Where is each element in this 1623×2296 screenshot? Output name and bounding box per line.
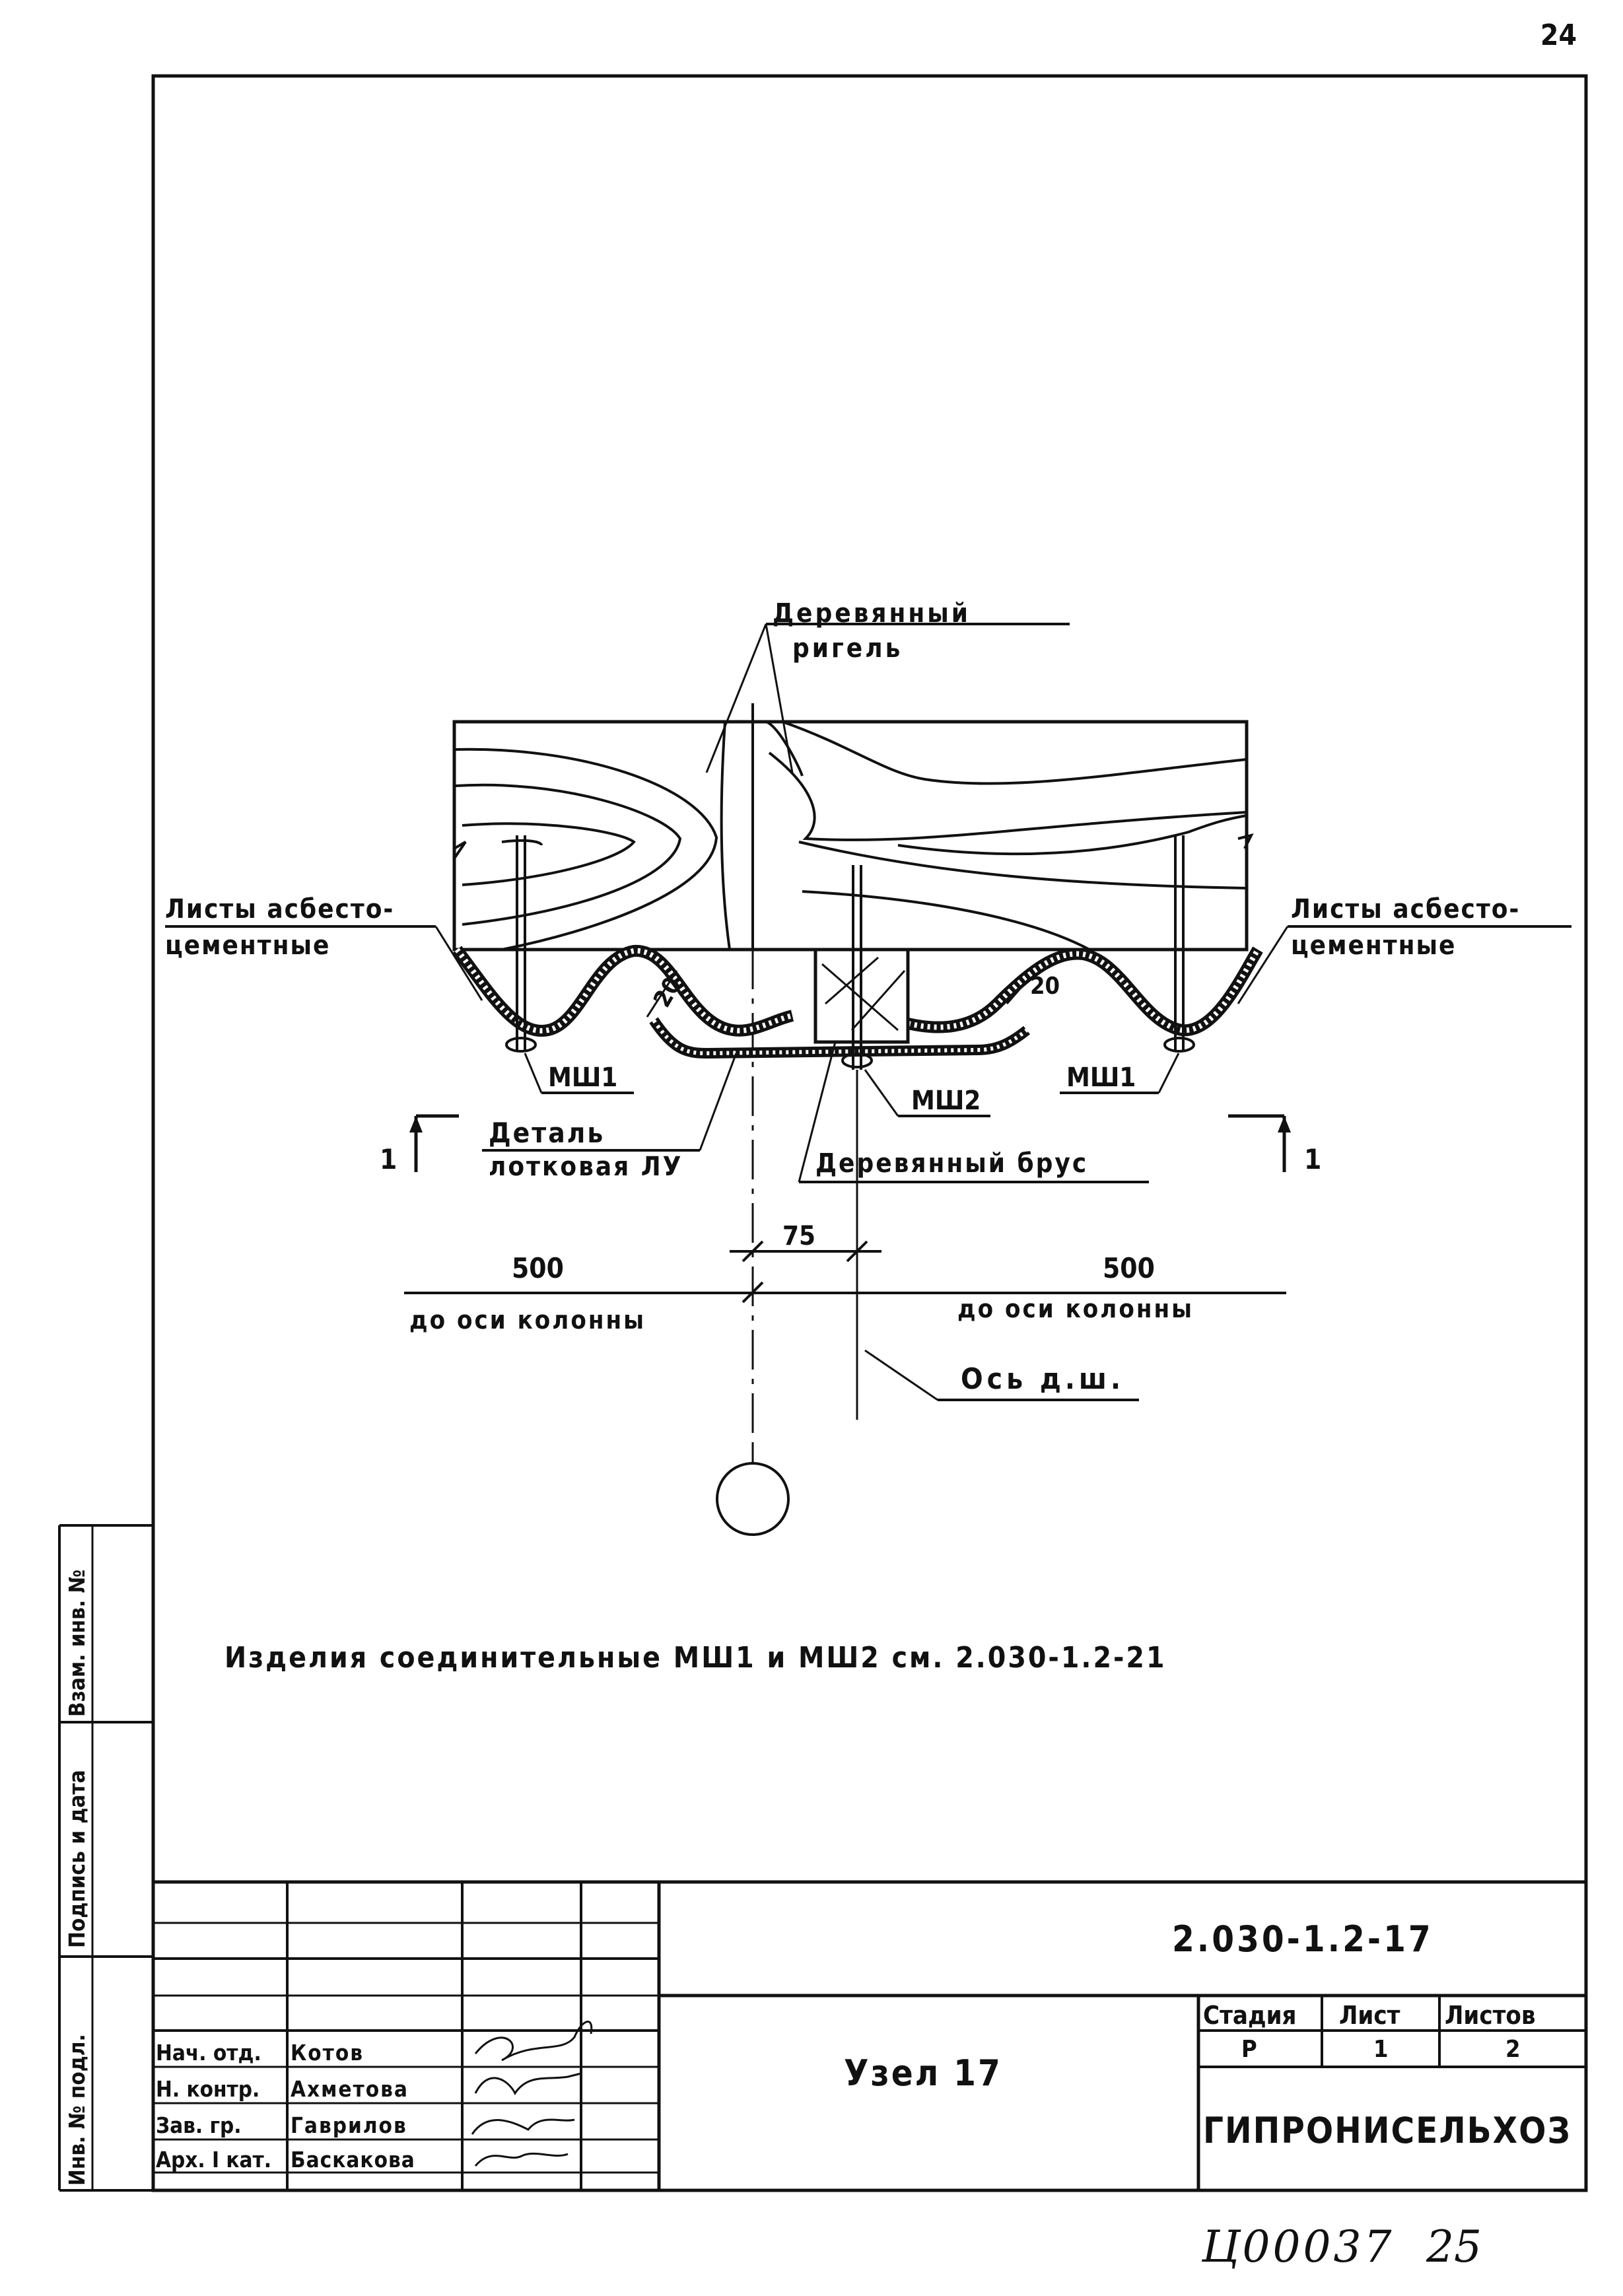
msh1-left-label: МШ1	[548, 1062, 617, 1093]
page-number: 24	[1540, 18, 1577, 52]
msh1-right-label: МШ1	[1066, 1062, 1136, 1093]
dim-75: 75	[782, 1221, 815, 1251]
wooden-girder	[452, 703, 1254, 1446]
sheet-value: 1	[1373, 2036, 1389, 2063]
dim-500-left: 500	[512, 1252, 564, 1284]
msh2-label: МШ2	[911, 1086, 981, 1116]
title-block: 2.030-1.2-17 Узел 17 Стадия Лист Листов …	[153, 1880, 1586, 2190]
sheets-right-label-2: цементные	[1291, 930, 1456, 961]
axis-label: Ось д.ш.	[961, 1362, 1124, 1396]
beam-label: Деревянный брус	[815, 1148, 1088, 1179]
section-mark-left: 1	[380, 1143, 397, 1175]
fasteners	[505, 835, 1195, 1070]
signature-kotov	[474, 2021, 593, 2062]
sheet-frame	[151, 74, 1588, 2192]
archive-page: 25	[1426, 2221, 1482, 2272]
stamp-inv-no: Инв. № подл.	[64, 2034, 90, 2186]
sheets-left-label-1: Листы асбесто-	[165, 894, 394, 924]
signature-akhmetova	[474, 2072, 582, 2095]
sheets-value: 2	[1505, 2036, 1521, 2063]
signature-baskakova	[474, 2153, 569, 2167]
role-3: Арх. I кат.	[156, 2147, 271, 2173]
to-axis-left: до оси колонны	[409, 1305, 646, 1335]
signature-gavrilov	[471, 2118, 575, 2135]
section-mark-right: 1	[1304, 1143, 1321, 1175]
role-1: Н. контр.	[156, 2076, 259, 2102]
stage-label: Стадия	[1203, 2001, 1296, 2030]
stamp-vzam: Взам. инв. №	[64, 1570, 90, 1717]
dimensions: 75 500 500 до оси колонны до оси колонны…	[404, 1070, 1286, 1536]
asbestos-sheets	[452, 944, 1263, 1059]
name-3: Баскакова	[291, 2147, 415, 2173]
girder-label-2: ригель	[792, 633, 903, 664]
name-0: Котов	[291, 2040, 364, 2066]
detail-label-1: Деталь	[489, 1117, 605, 1149]
stage-value: Р	[1241, 2036, 1257, 2063]
role-0: Нач. отд.	[156, 2040, 261, 2066]
note: Изделия соединительные МШ1 и МШ2 см. 2.0…	[224, 1641, 1167, 1675]
side-stamp: Инв. № подл. Подпись и дата Взам. инв. №	[58, 1524, 153, 2192]
sheets-left-label-2: цементные	[165, 930, 330, 961]
girder-label-1: Деревянный	[773, 598, 971, 629]
dim-20-right: 20	[1030, 973, 1060, 1000]
stamp-sign-date: Подпись и дата	[64, 1770, 90, 1948]
to-axis-right: до оси колонны	[957, 1294, 1194, 1323]
doc-code: 2.030-1.2-17	[1172, 1918, 1433, 1960]
name-2: Гаврилов	[291, 2112, 407, 2138]
dim-500-right: 500	[1103, 1252, 1155, 1284]
sheets-label: Листов	[1445, 2001, 1536, 2030]
detail-label-2: лотковая ЛУ	[489, 1152, 683, 1182]
sheet-label: Лист	[1339, 2001, 1400, 2030]
sheets-right-label-1: Листы асбесто-	[1291, 894, 1520, 924]
drawing-title: Узел 17	[844, 2052, 1002, 2094]
column-axis-marker	[716, 1462, 790, 1536]
name-1: Ахметова	[291, 2076, 409, 2102]
role-2: Зав. гр.	[156, 2112, 242, 2138]
archive-code: Ц00037	[1201, 2221, 1395, 2272]
organization: ГИПРОНИСЕЛЬХОЗ	[1203, 2110, 1571, 2151]
